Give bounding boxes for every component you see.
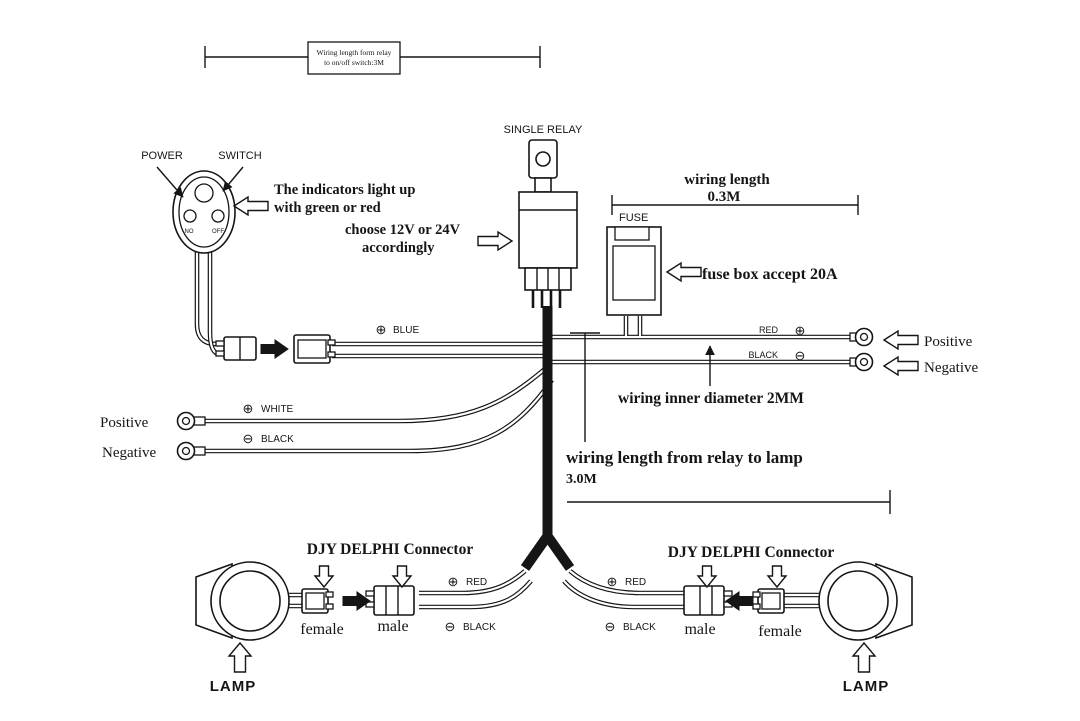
switch-button — [194, 183, 214, 203]
fuse-lid-tab — [614, 226, 650, 241]
top-dimension-label-box — [307, 41, 401, 75]
right-connector-title: DJY DELPHI Connector — [668, 544, 835, 561]
right-negative-label: Negative — [924, 360, 978, 376]
main-cable — [520, 306, 575, 571]
power-pointer-icon — [156, 166, 184, 198]
left-lamp-arrow-icon — [228, 642, 252, 673]
blue-label: BLUE — [393, 325, 419, 336]
left-positive-label: Positive — [100, 415, 149, 431]
plus-symbol: ⊕ — [607, 574, 618, 589]
switch-note-line1: The indicators light up — [274, 182, 415, 198]
single-relay — [518, 139, 578, 308]
minus-symbol: ⊖ — [605, 619, 616, 634]
left-male-pointer-icon — [392, 565, 412, 588]
fuse-label: FUSE — [619, 212, 648, 224]
switch-note-arrow-icon — [233, 196, 269, 216]
right-lamp-label: LAMP — [843, 678, 890, 695]
connector-b-tab — [327, 339, 336, 346]
switch-wire-1 — [194, 251, 217, 347]
negative-arrow-icon — [883, 356, 919, 376]
lamp-lens-inner — [827, 570, 889, 632]
right-red-label: RED — [759, 325, 779, 335]
right-red-wire-label: RED — [625, 577, 646, 588]
wiring-length-label: wiring length — [684, 172, 770, 188]
plus-symbol: ⊕ — [376, 322, 387, 337]
wire-runs — [194, 251, 854, 610]
top-dimension-label-line2: to on/off switch:3M — [324, 58, 384, 67]
relay-note-line1: choose 12V or 24V — [345, 222, 461, 238]
power-switch — [172, 170, 236, 254]
positive-arrow-icon — [883, 330, 919, 350]
switch-label: SWITCH — [218, 150, 261, 162]
left-black-label: BLACK — [261, 434, 294, 445]
minus-symbol: ⊖ — [795, 348, 806, 363]
indicator-no — [183, 209, 197, 223]
right-male-label: male — [684, 621, 715, 638]
labels: Wiring length form relay to on/off switc… — [100, 48, 978, 695]
minus-symbol: ⊖ — [243, 431, 254, 446]
right-lamp-assembly — [683, 561, 913, 641]
relay-body — [518, 191, 578, 269]
right-black-label: BLACK — [748, 350, 778, 360]
switch-wire-2 — [207, 251, 221, 357]
left-female-label: female — [300, 621, 344, 638]
no-label: NO — [185, 229, 194, 235]
connector-a-pin — [215, 350, 225, 357]
switch-connector-pair — [215, 334, 336, 364]
right-male-pointer-icon — [697, 565, 717, 588]
relay-to-lamp-label: wiring length from relay to lamp — [566, 448, 803, 467]
switch-pointer-icon — [222, 166, 244, 192]
left-lamp-black-label: BLACK — [463, 622, 496, 633]
plus-symbol: ⊕ — [448, 574, 459, 589]
switch-face — [178, 176, 230, 248]
lamp-lens-inner — [219, 570, 281, 632]
connector-b-tab — [327, 351, 336, 358]
relay-to-lamp-value: 3.0M — [566, 472, 597, 487]
male-connector — [373, 585, 415, 616]
off-label: OFF — [212, 229, 224, 235]
right-ring-terminals — [849, 327, 874, 372]
minus-symbol: ⊖ — [445, 619, 456, 634]
switch-note-line2: with green or red — [274, 200, 381, 216]
right-lamp-arrow-icon — [852, 642, 876, 673]
plug-direction-arrow-icon — [260, 339, 289, 359]
right-female-label: female — [758, 623, 802, 640]
indicator-off — [211, 209, 225, 223]
left-female-pointer-icon — [314, 565, 334, 588]
connector-a-pin — [215, 340, 225, 347]
wiring-length-value: 0.3M — [708, 189, 741, 205]
relay-note-arrow-icon — [477, 231, 513, 251]
relay-neck — [534, 177, 552, 193]
fuse-note-arrow-icon — [666, 262, 702, 282]
left-lamp-label: LAMP — [210, 678, 257, 695]
left-lamp-assembly — [195, 561, 415, 641]
power-label: POWER — [141, 150, 183, 162]
left-negative-label: Negative — [102, 445, 156, 461]
fuse-window — [612, 245, 656, 301]
right-positive-label: Positive — [924, 334, 973, 350]
connector-b-face — [297, 339, 327, 359]
fuse-box — [606, 226, 662, 316]
male-connector — [683, 585, 725, 616]
relay-note-line2: accordingly — [362, 240, 435, 256]
left-connector-title: DJY DELPHI Connector — [307, 541, 474, 558]
white-label: WHITE — [261, 404, 294, 415]
left-red-label: RED — [466, 577, 487, 588]
dimension-lines — [204, 41, 891, 514]
arrows — [156, 166, 919, 673]
plus-symbol: ⊕ — [795, 323, 806, 338]
left-ring-terminals — [176, 411, 206, 461]
right-female-pointer-icon — [767, 565, 787, 588]
single-relay-label: SINGLE RELAY — [504, 124, 583, 136]
inner-diameter-note: wiring inner diameter 2MM — [618, 390, 804, 407]
left-black-wire — [205, 378, 554, 454]
left-male-label: male — [377, 618, 408, 635]
left-white-wire — [205, 366, 548, 424]
fuse-note: fuse box accept 20A — [702, 266, 838, 283]
relay-mount-hole — [535, 151, 551, 167]
plus-symbol: ⊕ — [243, 401, 254, 416]
top-dimension-label-line1: Wiring length form relay — [317, 48, 392, 57]
right-lamp-black-label: BLACK — [623, 622, 656, 633]
